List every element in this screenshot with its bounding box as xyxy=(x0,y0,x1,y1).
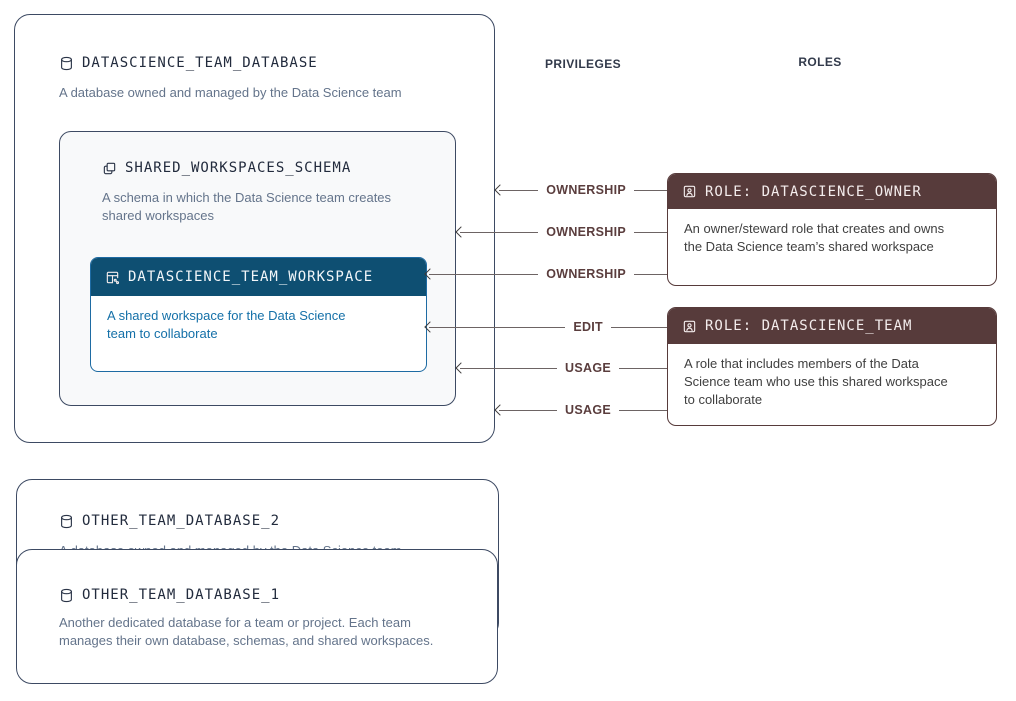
privilege-arrow-edit-workspace: EDIT xyxy=(424,318,668,336)
database-title-row: DATASCIENCE_TEAM_DATABASE xyxy=(59,55,318,71)
other-database-1-title: OTHER_TEAM_DATABASE_1 xyxy=(82,587,281,603)
database-icon xyxy=(59,56,74,71)
other-database-1-description: Another dedicated database for a team or… xyxy=(59,615,434,649)
privilege-arrow-ownership-schema: OWNERSHIP xyxy=(455,223,668,241)
arrow-left-icon xyxy=(494,184,506,196)
arrow-left-icon xyxy=(424,268,436,280)
role-card-header: ROLE: DATASCIENCE_TEAM xyxy=(668,308,996,344)
privilege-label: OWNERSHIP xyxy=(546,267,626,281)
arrow-left-icon xyxy=(424,321,436,333)
schema-title: SHARED_WORKSPACES_SCHEMA xyxy=(125,160,352,176)
database-card: DATASCIENCE_TEAM_DATABASE A database own… xyxy=(14,14,495,443)
privilege-label: EDIT xyxy=(573,320,603,334)
privileges-column-header: PRIVILEGES xyxy=(544,57,622,71)
workspace-title: DATASCIENCE_TEAM_WORKSPACE xyxy=(128,269,374,285)
role-description: A role that includes members of the Data… xyxy=(684,356,948,407)
role-title: ROLE: DATASCIENCE_TEAM xyxy=(705,318,913,334)
schema-card: SHARED_WORKSPACES_SCHEMA A schema in whi… xyxy=(59,131,456,406)
role-badge-icon xyxy=(682,319,697,334)
privilege-label: USAGE xyxy=(565,361,611,375)
role-card-datascience-team: ROLE: DATASCIENCE_TEAM A role that inclu… xyxy=(667,307,997,426)
privilege-arrow-usage-schema: USAGE xyxy=(455,359,668,377)
workspace-icon xyxy=(105,270,120,285)
arrow-left-icon xyxy=(455,362,467,374)
role-badge-icon xyxy=(682,184,697,199)
other-team-database-1-card: OTHER_TEAM_DATABASE_1 Another dedicated … xyxy=(16,549,498,684)
database-icon xyxy=(59,514,74,529)
roles-column-header: ROLES xyxy=(798,55,842,69)
role-card-datascience-owner: ROLE: DATASCIENCE_OWNER An owner/steward… xyxy=(667,173,997,286)
database-title: DATASCIENCE_TEAM_DATABASE xyxy=(82,55,318,71)
arrow-left-icon xyxy=(455,226,467,238)
database-description: A database owned and managed by the Data… xyxy=(59,85,402,100)
other-database-2-title-row: OTHER_TEAM_DATABASE_2 xyxy=(59,513,280,529)
workspace-card-header: DATASCIENCE_TEAM_WORKSPACE xyxy=(91,258,426,296)
workspace-description: A shared workspace for the Data Science … xyxy=(107,308,346,342)
workspace-card: DATASCIENCE_TEAM_WORKSPACE A shared work… xyxy=(90,257,427,372)
role-description: An owner/steward role that creates and o… xyxy=(684,221,945,254)
privilege-label: OWNERSHIP xyxy=(546,225,626,239)
privilege-arrow-ownership-workspace: OWNERSHIP xyxy=(424,265,668,283)
privilege-arrow-ownership-database: OWNERSHIP xyxy=(494,181,668,199)
role-title: ROLE: DATASCIENCE_OWNER xyxy=(705,183,922,200)
privilege-label: OWNERSHIP xyxy=(546,183,626,197)
arrow-left-icon xyxy=(494,404,506,416)
schema-title-row: SHARED_WORKSPACES_SCHEMA xyxy=(102,160,351,176)
other-database-1-title-row: OTHER_TEAM_DATABASE_1 xyxy=(59,587,280,603)
schema-icon xyxy=(102,161,117,176)
schema-description: A schema in which the Data Science team … xyxy=(102,190,392,224)
database-icon xyxy=(59,588,74,603)
other-database-2-title: OTHER_TEAM_DATABASE_2 xyxy=(82,513,281,529)
privilege-label: USAGE xyxy=(565,403,611,417)
role-card-header: ROLE: DATASCIENCE_OWNER xyxy=(668,174,996,209)
privilege-arrow-usage-database: USAGE xyxy=(494,401,668,419)
